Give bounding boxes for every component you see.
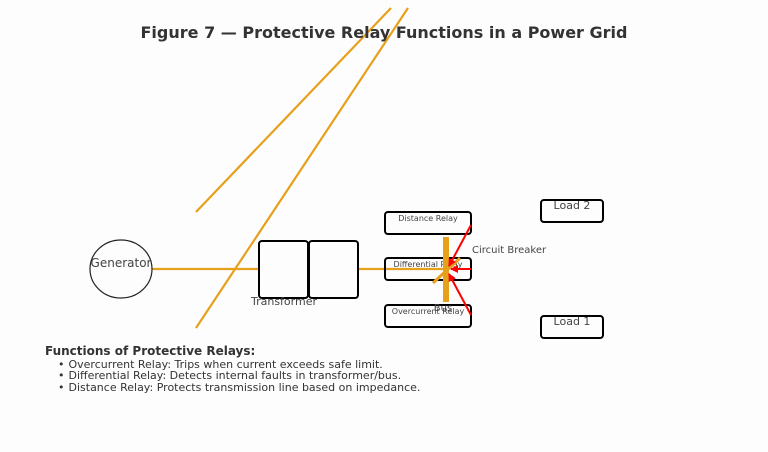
transformer-label: Transformer xyxy=(250,295,317,308)
notes-heading: Functions of Protective Relays: xyxy=(45,344,256,358)
trip-arrow-distance xyxy=(448,224,472,267)
load-1-label: Load 1 xyxy=(554,315,591,328)
load-1 xyxy=(540,315,604,339)
relay-functions-notes: Functions of Protective Relays: Overcurr… xyxy=(45,344,421,394)
overcurrent-relay xyxy=(384,304,472,328)
trip-arrow-overcurrent xyxy=(448,273,472,316)
overcurrent-relay-label: Overcurrent Relay xyxy=(392,307,465,316)
load-2 xyxy=(540,199,604,223)
notes-list: Overcurrent Relay: Trips when current ex… xyxy=(45,358,421,394)
generator-label: Generator xyxy=(91,256,152,270)
figure-title: Figure 7 — Protective Relay Functions in… xyxy=(141,23,628,42)
bus-label: Bus xyxy=(434,303,452,314)
circuit-breaker-label: Circuit Breaker xyxy=(472,245,547,256)
note-item-differential: Differential Relay: Detects internal fau… xyxy=(58,370,420,382)
distance-relay xyxy=(384,211,472,235)
note-item-distance: Distance Relay: Protects transmission li… xyxy=(58,382,421,394)
transformer-winding-secondary xyxy=(308,240,359,299)
note-item-overcurrent: Overcurrent Relay: Trips when current ex… xyxy=(58,358,420,371)
transmission-line-2 xyxy=(195,7,409,329)
transmission-line-1 xyxy=(195,7,392,213)
differential-relay-label: Differential Relay xyxy=(394,260,463,269)
load-2-label: Load 2 xyxy=(554,199,591,212)
distance-relay-label: Distance Relay xyxy=(398,214,458,223)
transformer-winding-primary xyxy=(258,240,309,299)
generator xyxy=(89,239,153,299)
